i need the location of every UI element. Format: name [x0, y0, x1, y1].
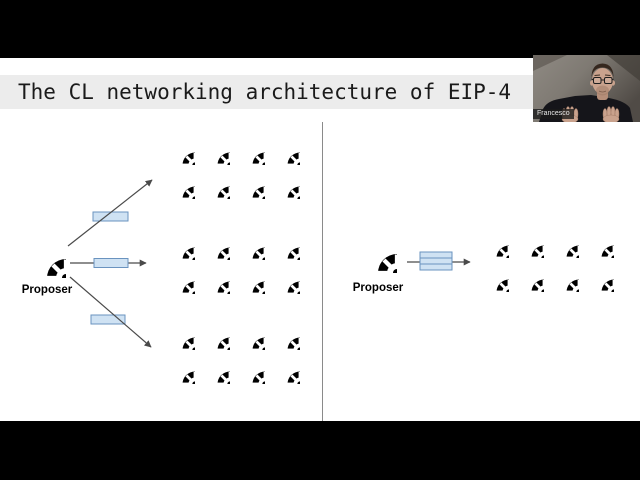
validator-node-icon	[589, 267, 614, 292]
validator-node-icon	[240, 325, 265, 350]
validator-node-icon	[519, 267, 544, 292]
validator-node-icon	[275, 359, 300, 384]
validator-cluster-2	[165, 230, 305, 298]
validator-node-icon	[484, 267, 509, 292]
validator-node-icon	[240, 269, 265, 294]
validator-node-icon	[589, 233, 614, 258]
validator-node-icon	[275, 235, 300, 260]
validator-node-icon	[484, 233, 509, 258]
validator-node-icon	[519, 233, 544, 258]
webcam-name-badge: Francesco	[533, 109, 574, 119]
validator-cluster-right	[479, 228, 619, 296]
validator-node-icon	[205, 174, 230, 199]
validator-node-icon	[240, 174, 265, 199]
validator-cluster-1	[165, 135, 305, 203]
validator-node-icon	[554, 267, 579, 292]
validator-node-icon	[240, 359, 265, 384]
validator-node-icon	[205, 325, 230, 350]
validator-node-icon	[275, 174, 300, 199]
validator-node-icon	[205, 359, 230, 384]
validator-node-icon	[170, 235, 195, 260]
letterbox-bottom	[0, 421, 640, 480]
validator-node-icon	[240, 235, 265, 260]
webcam-person	[533, 55, 640, 122]
validator-node-icon	[205, 140, 230, 165]
validator-node-icon	[554, 233, 579, 258]
proposer-node-icon-right	[359, 235, 397, 273]
proposer-label-right: Proposer	[352, 282, 404, 294]
validator-node-icon	[170, 140, 195, 165]
validator-node-icon	[240, 140, 265, 165]
validator-node-icon	[170, 325, 195, 350]
validator-node-icon	[205, 235, 230, 260]
validator-cluster-3	[165, 320, 305, 388]
proposer-node-icon-left	[28, 240, 66, 278]
proposer-label-left: Proposer	[21, 284, 73, 296]
validator-node-icon	[205, 269, 230, 294]
validator-node-icon	[170, 174, 195, 199]
validator-node-icon	[275, 325, 300, 350]
validator-node-icon	[170, 359, 195, 384]
validator-node-icon	[275, 269, 300, 294]
slide-title: The CL networking architecture of EIP-4	[18, 80, 512, 104]
webcam-overlay: Francesco	[533, 55, 640, 122]
validator-node-icon	[275, 140, 300, 165]
validator-node-icon	[170, 269, 195, 294]
letterbox-top	[0, 0, 640, 58]
